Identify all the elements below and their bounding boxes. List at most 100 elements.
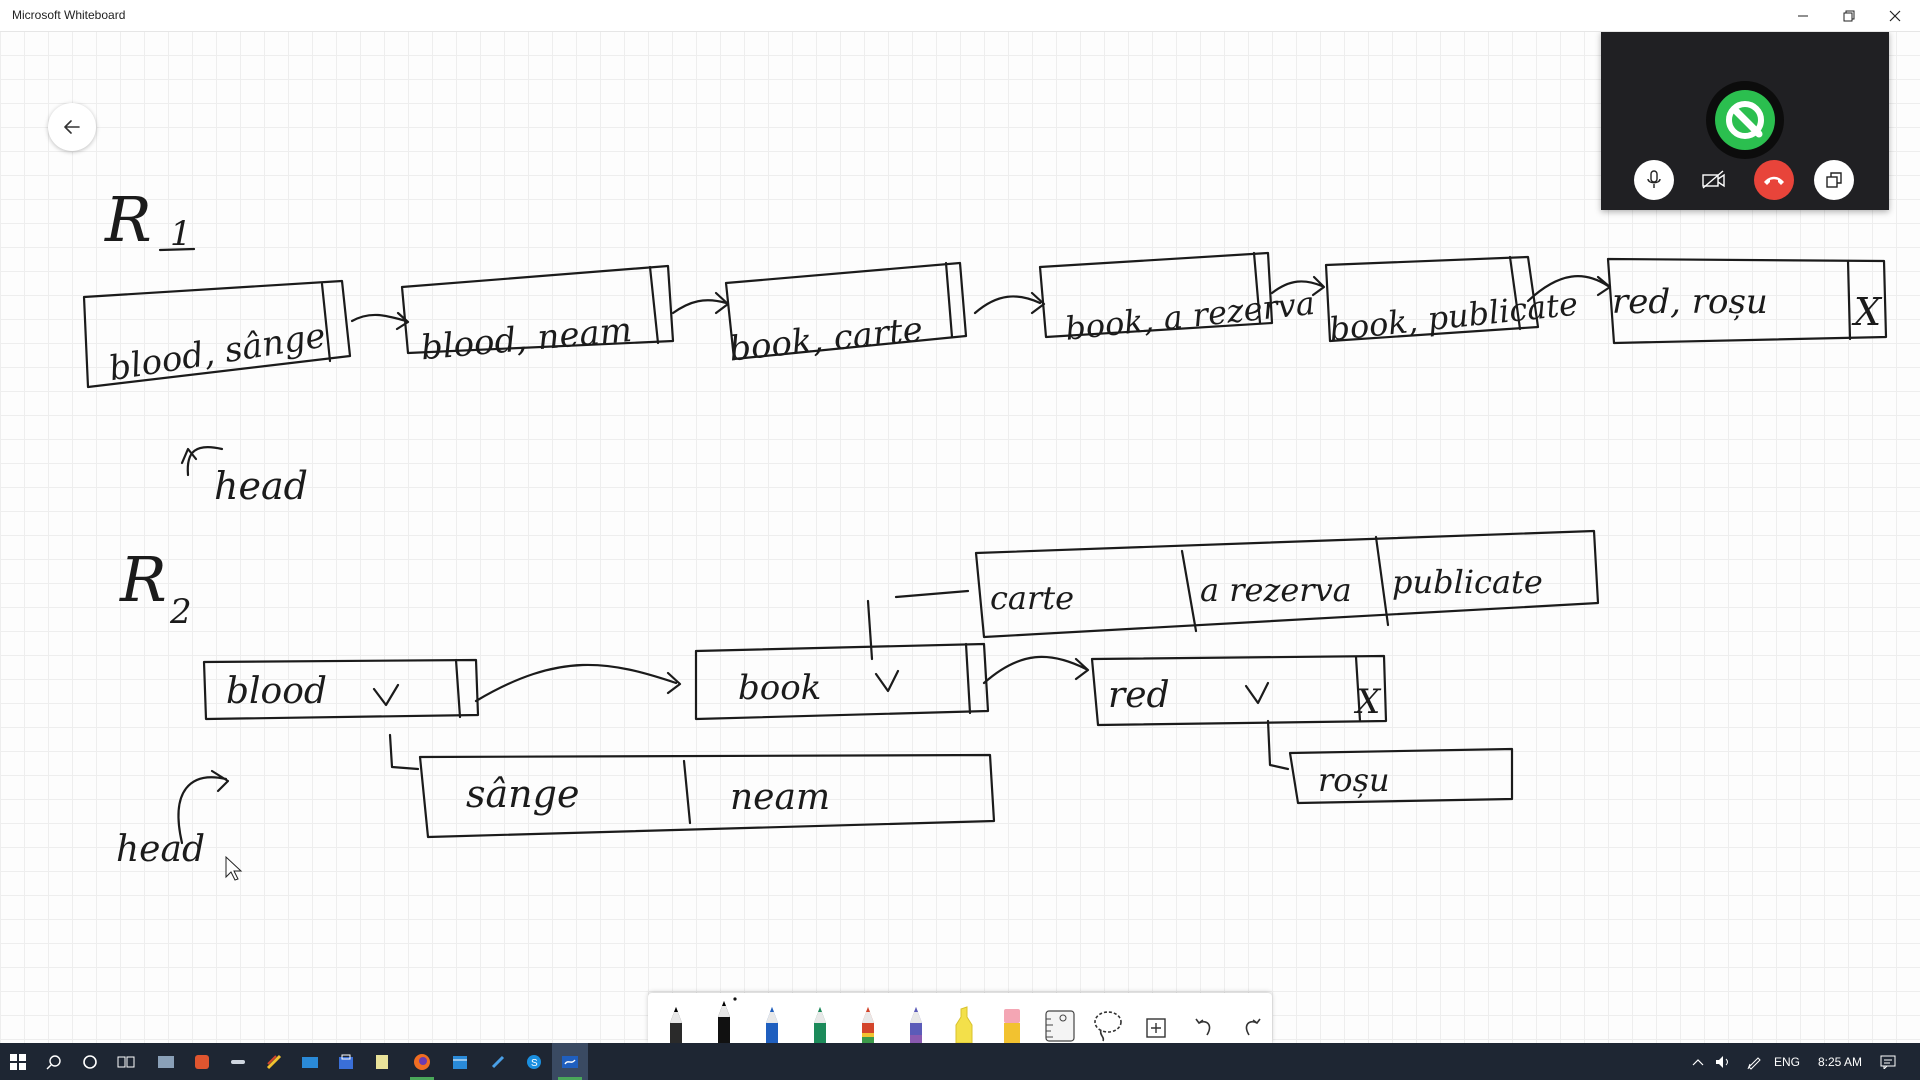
mouse-cursor-icon [225, 855, 243, 881]
mic-button[interactable] [1634, 160, 1674, 200]
undo-icon [1195, 1018, 1211, 1036]
taskbar-app-calendar[interactable] [442, 1043, 478, 1080]
r1-arrow-2 [671, 291, 730, 315]
rainbow-pen-icon [862, 1007, 874, 1043]
lasso-icon [1094, 1011, 1122, 1042]
app-store-icon [339, 1054, 353, 1069]
pen-app-icon [491, 1055, 505, 1068]
svg-text:1: 1 [170, 214, 192, 254]
r2-red-link [1266, 719, 1290, 771]
rainbow-pen-tool[interactable] [848, 999, 888, 1043]
taskbar-app-1[interactable] [148, 1043, 184, 1080]
camera-button[interactable] [1694, 160, 1734, 200]
microphone-icon [1647, 170, 1661, 188]
svg-text:red, roșu: red, roșu [1612, 282, 1768, 322]
svg-text:X: X [1851, 290, 1883, 334]
eraser-tool[interactable] [992, 999, 1032, 1043]
app-red-icon [195, 1054, 209, 1069]
svg-text:head: head [116, 829, 205, 870]
black-pen-selected-tool[interactable] [704, 993, 744, 1043]
taskbar-app-4[interactable] [256, 1043, 292, 1080]
taskbar: S ENG 8:25 AM [0, 1043, 1920, 1080]
taskbar-app-skype[interactable]: S [516, 1043, 552, 1080]
r1-arrow-4 [1270, 275, 1326, 297]
r2-node-blood: blood [202, 658, 480, 721]
action-center-button[interactable] [1870, 1043, 1906, 1080]
green-pen-tool[interactable] [800, 999, 840, 1043]
add-tool[interactable] [1136, 999, 1176, 1043]
svg-text:red: red [1108, 675, 1170, 716]
ruler-tool[interactable] [1040, 999, 1080, 1043]
restore-button[interactable] [1826, 0, 1872, 31]
svg-text:book, a rezerva: book, a rezerva [1063, 284, 1316, 348]
taskbar-app-3[interactable] [220, 1043, 256, 1080]
windows-logo-icon [10, 1053, 26, 1070]
r2-label: R 2 [119, 543, 192, 632]
taskbar-app-pen[interactable] [480, 1043, 516, 1080]
black-pen-tool[interactable] [656, 999, 696, 1043]
taskbar-app-firefox[interactable] [404, 1043, 440, 1080]
svg-text:book, carte: book, carte [727, 309, 924, 369]
taskbar-app-whiteboard[interactable] [552, 1043, 588, 1080]
tray-show-hidden-button[interactable] [1688, 1043, 1708, 1080]
input-language[interactable]: ENG [1774, 1055, 1801, 1069]
search-icon [46, 1054, 61, 1069]
lasso-tool[interactable] [1088, 999, 1128, 1043]
galaxy-pen-icon [910, 1007, 922, 1043]
svg-text:2: 2 [169, 592, 192, 632]
eraser-icon [1004, 1009, 1020, 1043]
r2-node-book: book [694, 642, 990, 721]
svg-text:head: head [214, 464, 308, 508]
chevron-up-icon [1692, 1058, 1704, 1065]
cortana-button[interactable] [72, 1043, 108, 1080]
svg-text:roșu: roșu [1318, 761, 1390, 799]
volume-icon [1716, 1055, 1728, 1068]
taskbar-app-7[interactable] [364, 1043, 400, 1080]
black-pen-icon [670, 1007, 682, 1043]
green-pen-icon [814, 1007, 826, 1043]
svg-text:sânge: sânge [466, 772, 579, 816]
arrow-left-icon [64, 120, 80, 134]
redo-tool[interactable] [1232, 999, 1272, 1043]
start-button[interactable] [0, 1043, 36, 1080]
hang-up-button[interactable] [1754, 160, 1794, 200]
r1-label: R 1 [104, 183, 196, 256]
blue-pen-icon [766, 1007, 778, 1043]
app-dash-icon [231, 1059, 245, 1064]
taskbar-app-2[interactable] [184, 1043, 220, 1080]
firefox-icon [414, 1053, 430, 1070]
notepad-icon [376, 1054, 388, 1069]
volume-button[interactable] [1710, 1043, 1738, 1080]
whiteboard-canvas[interactable]: R 1 blood, sânge blood, neam book, carte [0, 31, 1920, 1043]
search-button[interactable] [36, 1043, 72, 1080]
title-bar: Microsoft Whiteboard [0, 0, 1920, 32]
svg-text:blood, sânge: blood, sânge [106, 316, 328, 390]
close-icon [1889, 10, 1901, 21]
camera-off-icon [1702, 170, 1725, 189]
undo-tool[interactable] [1184, 999, 1224, 1043]
r2-node-red: red X [1090, 654, 1388, 727]
redo-icon [1245, 1018, 1261, 1036]
minimize-button[interactable] [1780, 0, 1826, 31]
r2-blood-values: sânge neam [418, 753, 996, 839]
r2-red-values: roșu [1288, 747, 1514, 805]
close-button[interactable] [1872, 0, 1918, 31]
svg-text:S: S [531, 1058, 538, 1069]
highlighter-tool[interactable] [944, 999, 984, 1043]
taskbar-app-5[interactable] [292, 1043, 328, 1080]
task-view-button[interactable] [108, 1043, 144, 1080]
clock[interactable]: 8:25 AM [1818, 1055, 1863, 1069]
pop-out-button[interactable] [1814, 160, 1854, 200]
galaxy-pen-tool[interactable] [896, 999, 936, 1043]
blue-pen-tool[interactable] [752, 999, 792, 1043]
r1-node-3: book, carte [724, 261, 968, 370]
highlighter-icon [955, 1006, 973, 1043]
pen-workspace-button[interactable] [1740, 1043, 1768, 1080]
back-button[interactable] [48, 103, 96, 151]
pop-out-icon [1826, 172, 1842, 188]
black-pen-selected-icon [718, 997, 737, 1043]
taskbar-app-6[interactable] [328, 1043, 364, 1080]
cortana-icon [83, 1054, 97, 1069]
svg-text:publicate: publicate [1392, 563, 1543, 601]
r1-node-2: blood, neam [400, 264, 675, 368]
